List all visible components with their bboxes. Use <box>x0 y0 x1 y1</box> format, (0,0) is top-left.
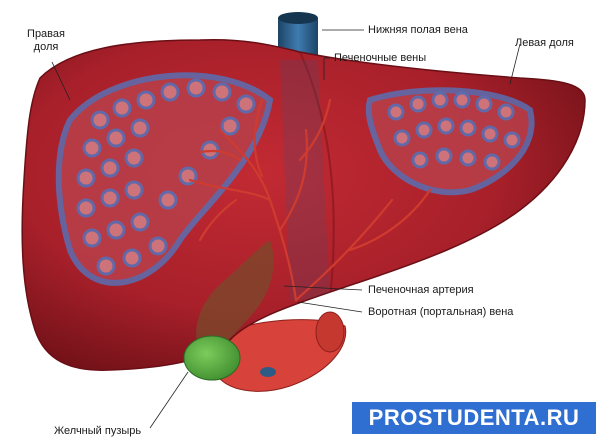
watermark-text: PROSTUDENTA.RU <box>368 405 580 430</box>
lobe-division <box>299 51 335 301</box>
label-left-lobe: Левая доля <box>515 37 574 49</box>
label-gallbladder: Желчный пузырь <box>54 425 142 437</box>
portal-vessel-end <box>315 311 345 353</box>
hepatic-vein-band <box>280 60 330 300</box>
label-right-lobe: Правая доля <box>27 28 65 53</box>
label-hepatic-veins: Печеночные вены <box>334 52 427 64</box>
bile-duct-shape <box>260 367 276 377</box>
label-inferior-vena-cava: Нижняя полая вена <box>368 24 468 36</box>
label-portal-vein: Воротная (портальная) вена <box>368 306 514 318</box>
portal-vessel-shape <box>214 319 347 392</box>
vena-cava-opening <box>278 12 318 24</box>
gallbladder-neck <box>196 240 274 352</box>
artery-tree <box>188 98 432 302</box>
left-lobe-cells <box>387 91 521 171</box>
gallbladder-shape <box>183 335 241 381</box>
watermark-badge: PROSTUDENTA.RU <box>352 402 596 434</box>
label-hepatic-artery: Печеночная артерия <box>368 284 474 296</box>
leader-lines <box>51 29 521 429</box>
